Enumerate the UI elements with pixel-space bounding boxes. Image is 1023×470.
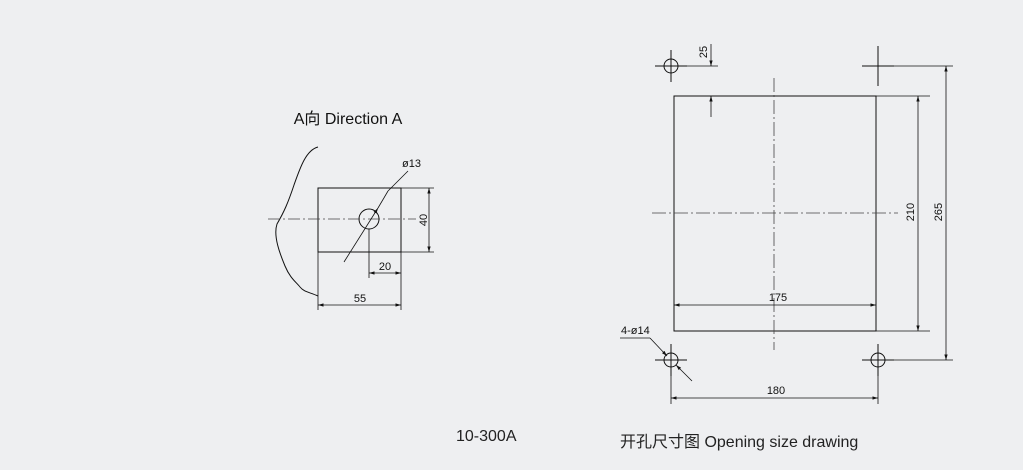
opening-drawing-caption: 开孔尺寸图 Opening size drawing xyxy=(620,434,859,451)
view-a-title: A向 Direction A xyxy=(294,110,403,128)
outer-height-dim-label: 265 xyxy=(933,203,945,221)
opening-centerlines xyxy=(652,78,898,350)
view-a-part xyxy=(275,146,402,297)
model-caption: 10-300A xyxy=(456,428,517,445)
hole-offset-dim-label: 20 xyxy=(379,261,391,273)
height-dim-label: 40 xyxy=(418,214,430,226)
width-dim-label: 55 xyxy=(354,293,366,305)
view-a-dim-lines xyxy=(317,170,434,310)
outer-width-dim-label: 180 xyxy=(767,385,785,397)
inner-height-dim-label: 210 xyxy=(905,203,917,221)
opening-outline xyxy=(673,95,877,332)
inner-width-dim-label: 175 xyxy=(769,292,787,304)
opening-dim-lines xyxy=(620,44,953,404)
top-offset-dim-label: 25 xyxy=(698,46,710,58)
hole-count-dia-label: 4-ø14 xyxy=(621,325,650,337)
hole-diameter-label: ø13 xyxy=(402,158,421,170)
